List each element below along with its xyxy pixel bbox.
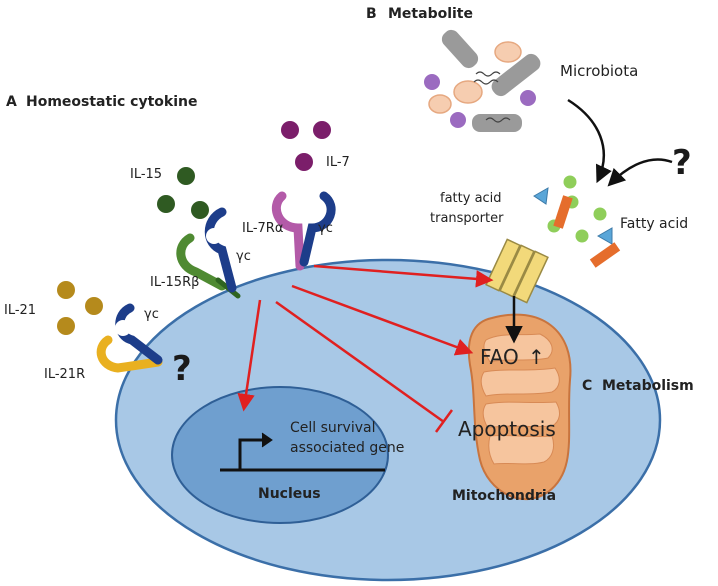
signal-to-fao-arrow (291, 284, 474, 356)
unknown-source-arrow (607, 158, 673, 187)
il15-gamma-c-label: γc (236, 249, 251, 264)
nucleus (171, 386, 389, 524)
il7-gamma-c-label: γc (318, 221, 333, 236)
nucleus-label: Nucleus (258, 486, 321, 502)
il15rb-label: IL-15Rβ (150, 275, 199, 290)
mitochondria (467, 313, 572, 501)
il21r-label: IL-21R (44, 367, 85, 382)
il21r-unknown-mark: ? (172, 349, 192, 389)
il7-cytokines (281, 121, 331, 171)
il21-gamma-c-label: γc (144, 307, 159, 322)
transporter-label-line1: fatty acid (440, 191, 502, 206)
il7-to-transporter-arrow (313, 264, 494, 288)
il15-cytokines (157, 167, 209, 219)
section-c-title: Metabolism (602, 378, 694, 394)
section-b-letter: B (366, 6, 377, 22)
microbiota-illustration (424, 29, 541, 132)
apoptosis-inhibition-bar (434, 409, 454, 433)
fao-increase-arrow: ↑ (528, 345, 545, 369)
signaling-arrows (237, 264, 494, 433)
mitochondria-label: Mitochondria (452, 488, 556, 504)
il21-cytokines (57, 281, 103, 335)
metabolite-unknown-mark: ? (672, 143, 692, 183)
il15-label: IL-15 (130, 167, 162, 182)
transporter-label-line2: transporter (430, 211, 504, 226)
il7ra-receptor (272, 191, 305, 271)
section-b-title: Metabolite (388, 6, 473, 22)
gene-promoter-symbol (220, 432, 385, 472)
section-c-letter: C (582, 378, 592, 394)
microbiota-arrow (567, 98, 612, 184)
il21-label: IL-21 (4, 303, 36, 318)
fatty-acid-molecules (533, 175, 621, 268)
il21-gamma-c-receptor (115, 303, 163, 365)
gene-label-line1: Cell survival (290, 420, 375, 436)
il7-label: IL-7 (326, 155, 350, 170)
fatty-acid-label: Fatty acid (620, 216, 688, 232)
fao-label: FAO (480, 345, 519, 369)
apoptosis-inhibition-line (275, 300, 445, 424)
gene-label-line2: associated gene (290, 440, 404, 456)
section-a-letter: A (6, 94, 17, 110)
il15-gamma-c-receptor (204, 207, 237, 293)
apoptosis-label: Apoptosis (458, 417, 556, 441)
microbiota-label: Microbiota (560, 62, 638, 80)
il7ra-label: IL-7Rα (242, 221, 283, 236)
section-a-title: Homeostatic cytokine (26, 94, 197, 110)
il21r-receptor (96, 335, 163, 373)
il7-gamma-c-receptor (297, 191, 336, 267)
fatty-acid-transporter (485, 238, 549, 304)
signal-to-nucleus-arrow (237, 299, 262, 412)
